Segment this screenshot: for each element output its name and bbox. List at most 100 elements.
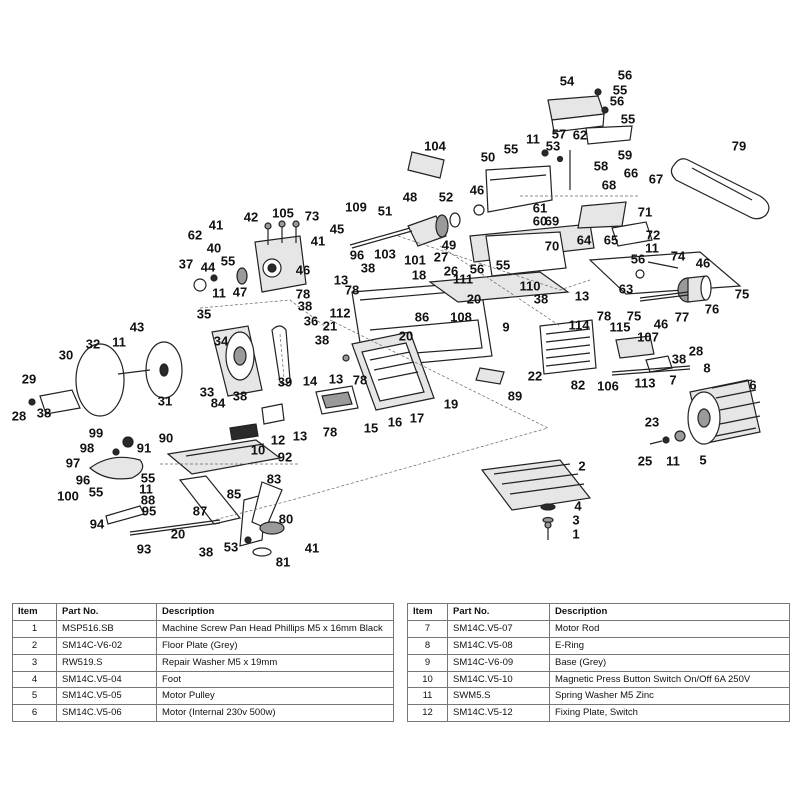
callout-number: 103 <box>374 246 396 261</box>
callout-number: 45 <box>330 221 344 236</box>
item-cell: 6 <box>12 704 57 723</box>
callout-number: 8 <box>703 360 710 375</box>
callout-number: 44 <box>201 259 216 274</box>
callout-number: 78 <box>323 424 337 439</box>
table-header-row: Item Part No. Description <box>407 603 790 621</box>
callout-number: 93 <box>137 541 151 556</box>
callout-number: 15 <box>364 420 378 435</box>
callout-number: 87 <box>193 503 207 518</box>
callout-number: 20 <box>171 526 185 541</box>
callout-number: 104 <box>424 138 446 153</box>
callout-number: 46 <box>696 255 710 270</box>
callout-number: 85 <box>227 486 241 501</box>
callout-number: 38 <box>315 332 329 347</box>
callout-number: 18 <box>412 267 426 282</box>
description-cell: Motor Rod <box>549 619 790 638</box>
callout-number: 13 <box>575 288 589 303</box>
callout-number: 86 <box>415 309 429 324</box>
callout-number: 28 <box>12 408 26 423</box>
callout-number: 101 <box>404 252 426 267</box>
callout-number: 74 <box>671 248 686 263</box>
callout-number: 26 <box>444 263 458 278</box>
item-cell: 5 <box>12 687 57 706</box>
header-part-no: Part No. <box>56 603 157 621</box>
item-cell: 3 <box>12 653 57 672</box>
header-part-no: Part No. <box>447 603 550 621</box>
callout-number: 21 <box>323 318 337 333</box>
callout-number: 62 <box>188 227 202 242</box>
callout-number: 110 <box>520 278 541 293</box>
callout-number: 55 <box>613 82 627 97</box>
callout-number: 81 <box>276 554 290 569</box>
callout-number: 76 <box>705 301 719 316</box>
callout-number: 38 <box>37 405 51 420</box>
callout-number: 19 <box>444 396 458 411</box>
callout-number: 1 <box>572 526 579 541</box>
callout-number: 114 <box>569 317 591 332</box>
callout-number: 41 <box>209 217 223 232</box>
callout-number: 66 <box>624 165 638 180</box>
callout-number: 38 <box>534 291 548 306</box>
callout-number: 71 <box>638 204 652 219</box>
callout-number: 107 <box>637 329 659 344</box>
callout-number: 7 <box>669 372 676 387</box>
callout-number: 58 <box>594 158 608 173</box>
callout-number: 65 <box>604 232 618 247</box>
callout-number: 75 <box>627 308 641 323</box>
description-cell: Motor (Internal 230v 500w) <box>156 704 394 723</box>
callout-number: 72 <box>646 227 660 242</box>
dashed-assembly-guides <box>160 195 640 521</box>
callout-number: 84 <box>211 395 226 410</box>
callout-number: 51 <box>378 203 392 218</box>
callout-number: 70 <box>545 238 559 253</box>
callout-number: 16 <box>388 414 402 429</box>
description-cell: Machine Screw Pan Head Phillips M5 x 16m… <box>156 619 394 638</box>
callout-number: 83 <box>267 471 281 486</box>
callout-number: 37 <box>179 256 193 271</box>
callout-number: 90 <box>159 430 173 445</box>
callout-number: 78 <box>345 282 359 297</box>
callout-number: 41 <box>311 233 325 248</box>
callout-number: 56 <box>631 251 645 266</box>
callout-number: 13 <box>293 428 307 443</box>
callout-number: 9 <box>502 319 509 334</box>
callout-number: 11 <box>645 240 659 255</box>
item-cell: 1 <box>12 619 57 638</box>
callout-number: 73 <box>305 208 319 223</box>
callout-number: 13 <box>329 371 343 386</box>
callout-number: 14 <box>303 373 318 388</box>
callout-number: 17 <box>410 410 424 425</box>
callout-number: 75 <box>735 286 749 301</box>
callout-number: 55 <box>621 111 635 126</box>
callout-number: 92 <box>278 449 292 464</box>
callout-number: 6 <box>749 377 756 392</box>
callout-number: 23 <box>645 414 659 429</box>
callout-number: 82 <box>571 377 585 392</box>
callout-number: 62 <box>573 127 587 142</box>
callout-number: 54 <box>560 73 575 88</box>
callout-number: 100 <box>57 488 79 503</box>
callout-number: 60 <box>533 213 547 228</box>
callout-number: 48 <box>403 189 417 204</box>
callout-number: 29 <box>22 371 36 386</box>
callout-number: 33 <box>200 384 214 399</box>
callout-number: 13 <box>334 272 348 287</box>
description-cell: Spring Washer M5 Zinc <box>549 687 790 706</box>
callout-number: 10 <box>251 442 265 457</box>
item-cell: 11 <box>407 687 448 706</box>
callout-number: 34 <box>214 333 229 348</box>
part-no-cell: SM14C.V5-07 <box>447 619 550 638</box>
callout-number: 42 <box>244 209 258 224</box>
callout-number: 25 <box>638 453 652 468</box>
description-cell: Foot <box>156 670 394 689</box>
callout-number: 55 <box>496 257 510 272</box>
callout-number: 38 <box>199 544 213 559</box>
callout-number: 38 <box>672 351 686 366</box>
